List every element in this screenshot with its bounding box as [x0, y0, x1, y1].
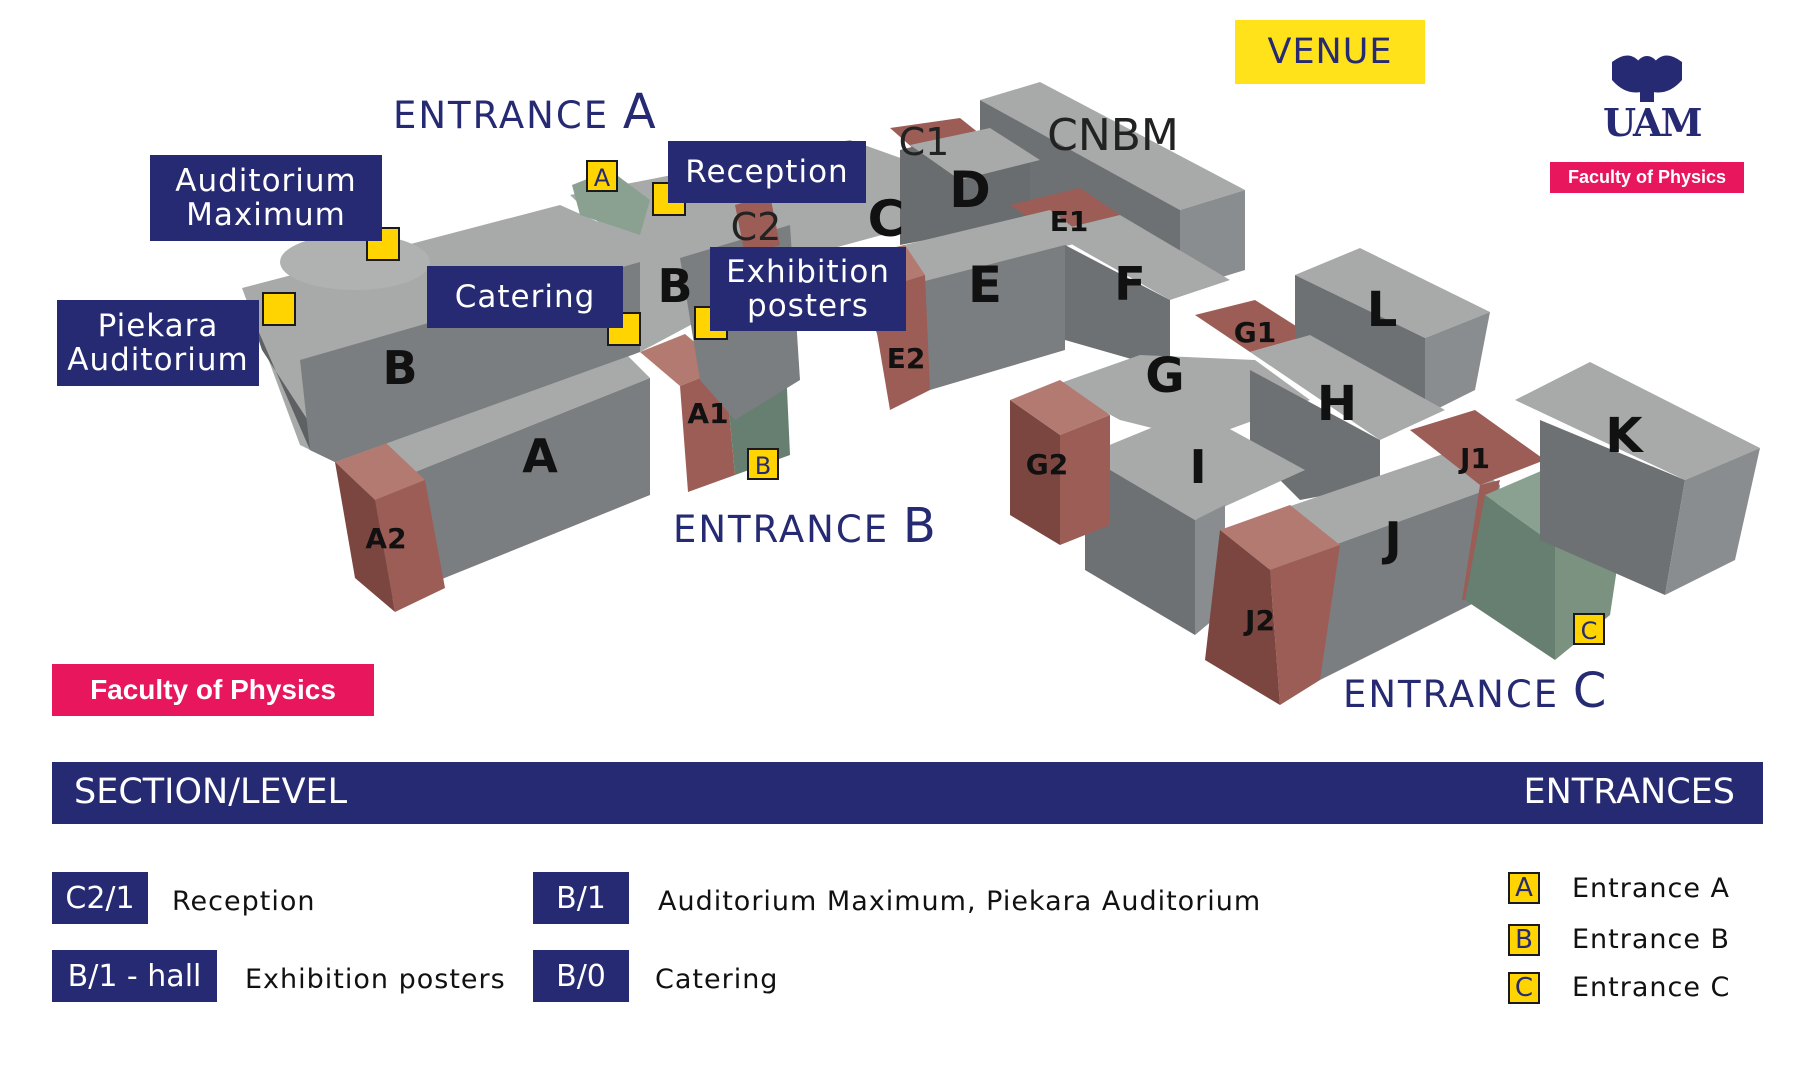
- callout-piekara-auditorium-line2: Auditorium: [67, 342, 249, 378]
- entrance-c-letter: C: [1572, 663, 1609, 719]
- connector-g1: [1195, 300, 1310, 352]
- legend-header-bar: SECTION/LEVEL ENTRANCES: [52, 762, 1763, 824]
- legend-desc-exhibition: Exhibition posters: [245, 964, 506, 995]
- faculty-tag: Faculty of Physics: [52, 664, 374, 716]
- callout-exhibition-posters-line2: posters: [747, 288, 869, 324]
- callout-auditorium-maximum-line1: Auditorium: [175, 163, 357, 199]
- connector-j2: [1205, 505, 1340, 705]
- entrance-a-word: ENTRANCE: [393, 94, 610, 137]
- label-c1: C1: [899, 120, 950, 164]
- building-l: [1295, 248, 1490, 415]
- legend-code-b1-hall: B/1 - hall: [52, 950, 217, 1002]
- label-g1: G1: [1234, 316, 1276, 349]
- entrances-header: ENTRANCES: [1523, 772, 1735, 812]
- connector-a2: [335, 442, 445, 612]
- label-j: J: [1381, 512, 1401, 566]
- building-g: [1055, 355, 1310, 440]
- label-e1: E1: [1050, 205, 1089, 238]
- label-c: C: [868, 190, 905, 248]
- connector-g2: [1010, 380, 1110, 545]
- venue-label: VENUE: [1235, 20, 1425, 84]
- legend-desc-reception: Reception: [172, 886, 316, 917]
- entrance-c-word: ENTRANCE: [1343, 673, 1560, 716]
- entrance-marker-b-group: B: [747, 448, 779, 480]
- callout-exhibition-posters[interactable]: Exhibition posters: [710, 247, 906, 331]
- callout-catering[interactable]: Catering: [427, 266, 623, 328]
- label-i: I: [1189, 440, 1206, 494]
- entrance-key-a: A: [1508, 872, 1540, 904]
- legend-code-b0: B/0: [533, 950, 629, 1002]
- label-a2: A2: [365, 522, 406, 555]
- label-c2: C2: [731, 205, 782, 249]
- section-labels: A A1 A2 B B C D E E1 E2 F G G1 G2 H I J …: [365, 161, 1644, 637]
- entrance-marker-c-letter: C: [1581, 617, 1598, 645]
- entrance-marker-a-group: A: [586, 160, 618, 192]
- entrance-a-letter: A: [622, 84, 658, 140]
- label-f: F: [1114, 257, 1145, 311]
- label-l: L: [1367, 282, 1398, 338]
- entrance-key-b: B: [1508, 924, 1540, 956]
- label-cnbm: CNBM: [1047, 110, 1179, 161]
- uam-eagle-icon: [1612, 55, 1682, 102]
- entrance-marker-c[interactable]: [1573, 613, 1605, 645]
- building-i: [1085, 410, 1305, 635]
- legend-code-c2-1: C2/1: [52, 872, 148, 924]
- label-b-main: B: [382, 341, 417, 395]
- logo-subtitle: Faculty of Physics: [1550, 162, 1744, 193]
- label-h: H: [1317, 376, 1357, 432]
- callout-auditorium-maximum-line2: Maximum: [186, 197, 346, 233]
- label-e2: E2: [887, 342, 926, 375]
- callout-catering-label: Catering: [454, 279, 596, 315]
- entrance-key-b-label: Entrance B: [1572, 924, 1731, 955]
- label-j2: J2: [1243, 604, 1275, 637]
- entrance-b-letter: B: [902, 498, 938, 554]
- label-a: A: [522, 429, 558, 483]
- callout-reception[interactable]: Reception: [668, 141, 866, 203]
- thin-labels: C1 C2 CNBM: [731, 110, 1179, 249]
- building-d: [900, 128, 1040, 245]
- entrance-key-c: C: [1508, 972, 1540, 1004]
- callout-auditorium-maximum[interactable]: Auditorium Maximum: [150, 155, 382, 241]
- entrance-marker-b-letter: B: [755, 452, 771, 480]
- building-k: [1515, 362, 1760, 595]
- legend-code-b1: B/1: [533, 872, 629, 924]
- entrance-marker-a-letter: A: [594, 164, 611, 192]
- label-k: K: [1605, 408, 1644, 464]
- entrance-key-c-label: Entrance C: [1572, 972, 1731, 1003]
- entrance-marker-c-group: C: [1573, 613, 1605, 645]
- entrance-marker-a[interactable]: [586, 160, 618, 192]
- label-b-center: B: [657, 259, 692, 313]
- building-f: [1050, 215, 1230, 370]
- section-level-header: SECTION/LEVEL: [74, 772, 348, 812]
- callout-reception-label: Reception: [685, 154, 849, 190]
- legend-desc-auditoriums: Auditorium Maximum, Piekara Auditorium: [658, 886, 1262, 917]
- entrance-marker-b[interactable]: [747, 448, 779, 480]
- callout-piekara-auditorium[interactable]: Piekara Auditorium: [57, 300, 259, 386]
- label-j1: J1: [1458, 442, 1490, 475]
- entrance-c-title: ENTRANCE C: [1343, 663, 1608, 719]
- uam-wordmark: UAM: [1603, 100, 1703, 145]
- label-g2: G2: [1026, 448, 1068, 481]
- callout-exhibition-posters-line1: Exhibition: [726, 254, 890, 290]
- label-e: E: [968, 256, 1002, 314]
- label-d: D: [949, 161, 991, 219]
- pin-piekara-auditorium[interactable]: [262, 292, 296, 326]
- label-g: G: [1145, 348, 1184, 404]
- entrance-b-word: ENTRANCE: [673, 508, 890, 551]
- legend-desc-catering: Catering: [655, 964, 779, 995]
- label-a1: A1: [687, 397, 728, 430]
- callout-piekara-auditorium-line1: Piekara: [97, 308, 219, 344]
- entrance-b-title: ENTRANCE B: [673, 498, 938, 554]
- entrance-key-a-label: Entrance A: [1572, 873, 1731, 904]
- entrance-a-title: ENTRANCE A: [393, 84, 658, 140]
